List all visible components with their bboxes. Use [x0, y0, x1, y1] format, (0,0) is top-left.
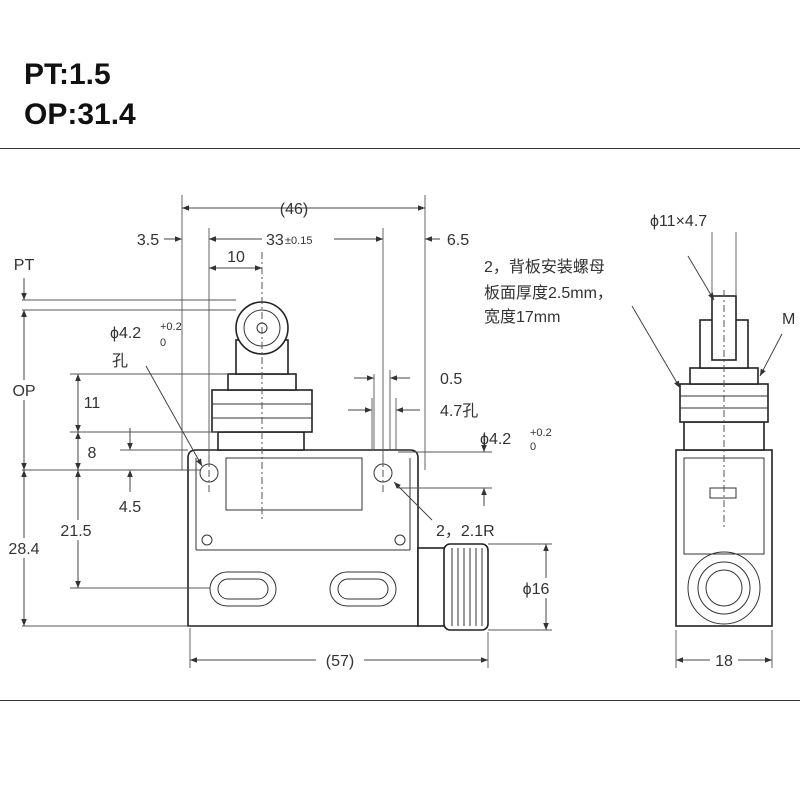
slot-right — [329, 571, 397, 607]
pt-label: PT — [14, 257, 35, 274]
dim-4-7: 4.7孔 — [440, 402, 478, 420]
conduit-outer — [687, 551, 761, 625]
side-housing — [675, 449, 773, 627]
dim-4-5: 4.5 — [119, 499, 141, 516]
right-hole-tol-upper: +0.2 — [530, 427, 552, 439]
hole-tol-lower: 0 — [160, 337, 166, 349]
thread-label: M — [782, 311, 795, 328]
dim-28-4: 28.4 — [8, 541, 39, 558]
slot-left — [209, 571, 277, 607]
plunger-base — [217, 431, 305, 451]
nut-dia-label: ϕ16 — [523, 581, 550, 598]
hole-tol-upper: +0.2 — [160, 321, 182, 333]
dim-57: (57) — [326, 653, 354, 670]
hole-dia-label: ϕ4.2 — [110, 325, 141, 342]
op-value-label: OP:31.4 — [24, 98, 136, 131]
side-window — [709, 487, 737, 499]
mounting-nut — [211, 389, 313, 433]
hole-note: 孔 — [112, 352, 128, 370]
dim-0-5: 0.5 — [440, 371, 462, 388]
bottom-divider — [0, 700, 800, 701]
op-label: OP — [12, 383, 35, 400]
screw-right — [394, 534, 406, 546]
right-hole-dia-label: ϕ4.2 — [480, 431, 511, 448]
dim-21-5: 21.5 — [60, 523, 91, 540]
top-divider — [0, 148, 800, 149]
dim-10: 10 — [227, 249, 245, 266]
side-view: ϕ11×4.7 2，背板安装螺母 板面厚度2.5mm， 宽度17mm M 18 — [484, 213, 795, 670]
side-width-label: 18 — [715, 653, 733, 670]
pt-value-label: PT:1.5 — [24, 58, 111, 91]
dim-3-5: 3.5 — [137, 232, 159, 249]
dim-8: 8 — [88, 445, 97, 462]
dim-46: (46) — [280, 201, 308, 218]
dim-33: 33 — [266, 232, 284, 249]
switch-housing — [187, 449, 419, 627]
dim-33-tolerance: ±0.15 — [285, 235, 312, 247]
note-line-3: 宽度17mm — [484, 308, 560, 326]
dim-6-5: 6.5 — [447, 232, 469, 249]
conduit-nut — [443, 543, 489, 631]
roller-size-label: ϕ11×4.7 — [650, 213, 707, 230]
screw-left — [201, 534, 213, 546]
label-window — [225, 457, 363, 511]
note-line-2: 板面厚度2.5mm， — [484, 284, 613, 302]
note-line-1: 2，背板安装螺母 — [484, 258, 605, 276]
front-view: (46) 3.5 33 ±0.15 6.5 10 PT OP 28.4 11 8 — [6, 195, 558, 670]
dim-11: 11 — [84, 395, 101, 412]
radius-note: 2，2.1R — [436, 523, 495, 540]
right-hole-tol-lower: 0 — [530, 441, 536, 453]
